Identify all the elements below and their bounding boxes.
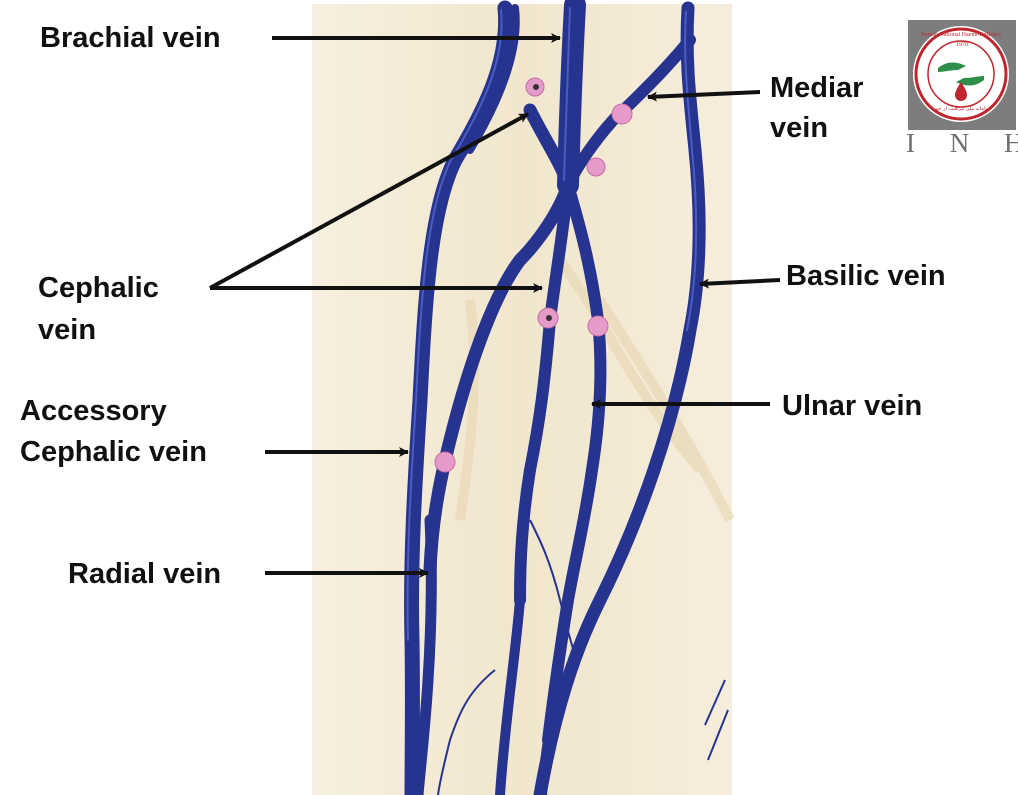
label-brachial-vein: Brachial vein: [40, 20, 221, 56]
logo-year: 1970: [951, 42, 973, 48]
label-cephalic-vein-line2: vein: [38, 312, 96, 348]
label-cephalic-vein-line1: Cephalic: [38, 270, 159, 306]
logo-persian-text: سامانه ملی مراقبت از خون: [921, 106, 1001, 113]
label-accessory-line1: Accessory: [20, 393, 167, 429]
label-ulnar-vein: Ulnar vein: [782, 388, 922, 424]
logo-ring-text: Iranian National Haemovigilance System: [921, 32, 1001, 39]
logo-abbreviation: I N H S: [906, 128, 1018, 159]
label-radial-vein: Radial vein: [68, 556, 221, 592]
label-basilic-vein: Basilic vein: [786, 258, 946, 294]
label-accessory-line2: Cephalic vein: [20, 434, 207, 470]
label-median-vein-line1: Mediar: [770, 70, 863, 106]
label-median-vein-line2: vein: [770, 110, 828, 146]
